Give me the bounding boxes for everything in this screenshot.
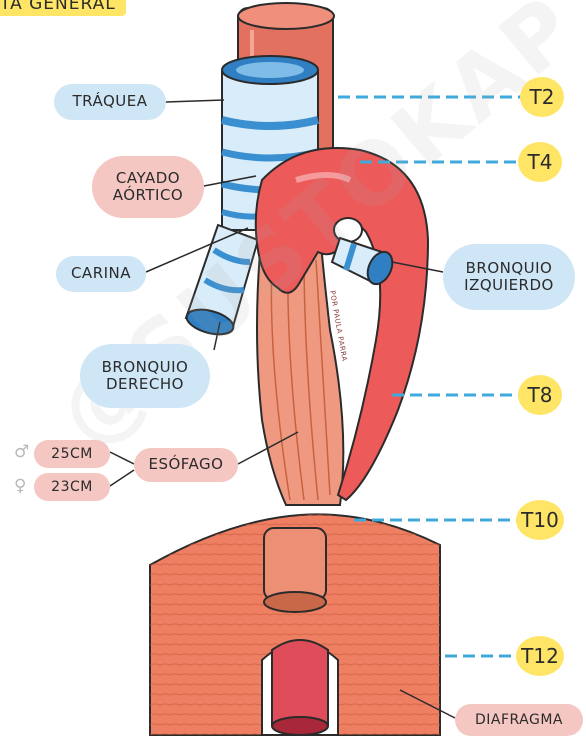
label-cayado-aortico: CAYADO AÓRTICO — [92, 156, 204, 218]
level-t2: T2 — [520, 77, 564, 117]
right-bronchus — [184, 225, 258, 339]
level-t10: T10 — [516, 500, 564, 540]
label-esofago: ESÓFAGO — [134, 448, 238, 482]
label-length-male: 25CM — [34, 440, 110, 468]
female-symbol-icon: ♀ — [14, 476, 26, 496]
level-t4: T4 — [518, 142, 562, 182]
esophageal-hiatus-segment — [264, 528, 326, 612]
level-t8: T8 — [518, 375, 562, 415]
male-symbol-icon: ♂ — [14, 442, 29, 462]
label-bronquio-derecho: BRONQUIO DERECHO — [80, 344, 210, 408]
label-length-female: 23CM — [34, 473, 110, 501]
level-t12: T12 — [516, 636, 564, 676]
label-diafragma: DIAFRAGMA — [455, 704, 583, 736]
label-carina: CARINA — [56, 256, 146, 292]
abdominal-aorta — [272, 640, 328, 735]
label-bronquio-izquierdo: BRONQUIO IZQUIERDO — [443, 244, 575, 310]
label-traquea: TRÁQUEA — [54, 84, 166, 120]
